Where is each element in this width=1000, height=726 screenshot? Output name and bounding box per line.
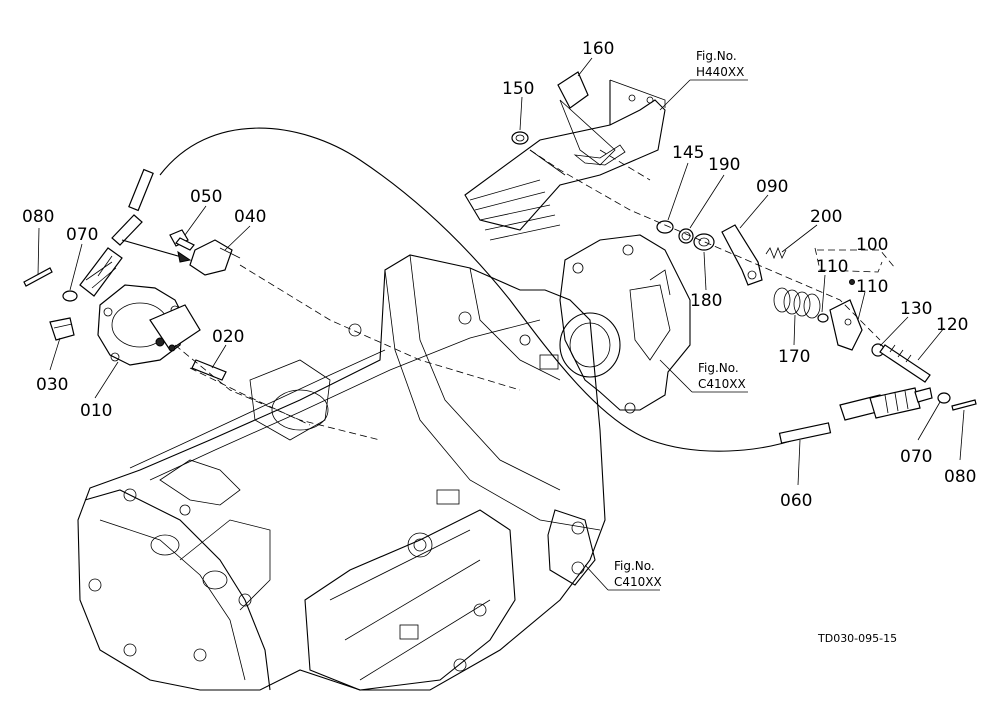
assembly-lines (174, 149, 883, 441)
callout-100: 100 (856, 235, 888, 255)
callout-080-left: 080 (22, 207, 54, 227)
callout-030: 030 (36, 375, 68, 395)
figref-top-code: H440XX (696, 65, 744, 79)
callout-200: 200 (810, 207, 842, 227)
callout-090: 090 (756, 177, 788, 197)
callouts: 160 150 145 190 090 200 100 110 110 130 … (22, 39, 976, 511)
callout-070-left: 070 (66, 225, 98, 245)
callout-110-lower: 110 (856, 277, 888, 297)
figure-references: Fig.No. H440XX Fig.No. C410XX Fig.No. C4… (614, 49, 746, 589)
callout-060: 060 (780, 491, 812, 511)
left-parts (23, 229, 241, 381)
callout-050: 050 (190, 187, 222, 207)
callout-110-upper: 110 (816, 257, 848, 277)
upper-bracket (464, 79, 666, 241)
callout-160: 160 (582, 39, 614, 59)
callout-070-right: 070 (900, 447, 932, 467)
lower-bracket (559, 234, 691, 414)
callout-180: 180 (690, 291, 722, 311)
transmission-housing (77, 254, 606, 691)
leader-lines (37, 57, 965, 591)
callout-120: 120 (936, 315, 968, 335)
callout-040: 040 (234, 207, 266, 227)
figref-bot-code: C410XX (614, 575, 662, 589)
figref-top-label: Fig.No. (696, 49, 737, 63)
control-cable (79, 127, 933, 452)
figref-bot-label: Fig.No. (614, 559, 655, 573)
callout-170: 170 (778, 347, 810, 367)
callout-010: 010 (80, 401, 112, 421)
callout-130: 130 (900, 299, 932, 319)
callout-020: 020 (212, 327, 244, 347)
figref-mid-label: Fig.No. (698, 361, 739, 375)
drawing-code: TD030-095-15 (817, 632, 897, 645)
right-parts (511, 71, 977, 411)
callout-190: 190 (708, 155, 740, 175)
callout-150: 150 (502, 79, 534, 99)
figref-mid-code: C410XX (698, 377, 746, 391)
callout-080-right: 080 (944, 467, 976, 487)
callout-145: 145 (672, 143, 704, 163)
